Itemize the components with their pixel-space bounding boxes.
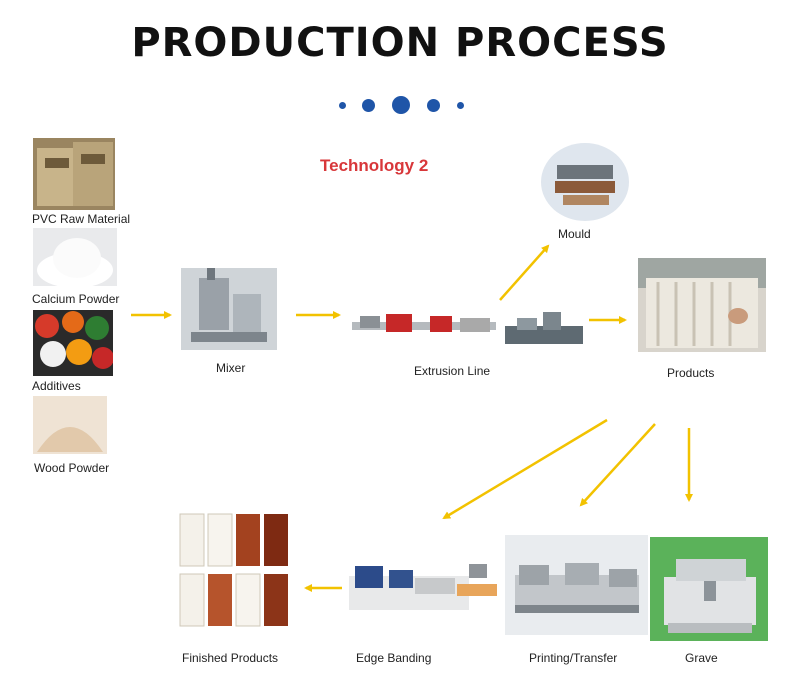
mixer-image — [181, 268, 277, 350]
mould-label: Mould — [558, 227, 591, 241]
grave-label: Grave — [685, 651, 718, 665]
mixer-label: Mixer — [216, 361, 246, 375]
dot-icon — [339, 102, 346, 109]
dot-icon — [457, 102, 464, 109]
raw-material-label-wood: Wood Powder — [34, 461, 110, 475]
decorative-dots — [0, 94, 800, 118]
arrow-extrusion-to-mould — [499, 244, 550, 301]
dot-icon — [392, 96, 410, 114]
pvc-raw-material-image — [33, 138, 115, 210]
calcium-powder-image — [33, 228, 117, 286]
products-label: Products — [667, 366, 715, 380]
products-image — [638, 258, 766, 352]
arrow-products-to-printing — [579, 423, 656, 507]
page-title: PRODUCTION PROCESS — [131, 20, 669, 66]
grave-image — [650, 537, 768, 641]
arrow-products-to-finished — [442, 418, 608, 520]
printing-transfer-image — [505, 535, 648, 635]
technology-label: Technology 2 — [320, 156, 429, 175]
extrusion-line-label: Extrusion Line — [414, 364, 491, 378]
raw-material-label-calcium: Calcium Powder — [32, 292, 120, 306]
additives-image — [33, 310, 113, 376]
printing-transfer-label: Printing/Transfer — [529, 651, 618, 665]
edge-banding-image — [349, 560, 501, 620]
raw-material-label-pvc: PVC Raw Material — [32, 212, 131, 226]
dot-icon — [362, 99, 375, 112]
finished-products-label: Finished Products — [182, 651, 279, 665]
extruder-machine-image — [503, 308, 585, 348]
finished-products-image — [178, 512, 292, 628]
wood-powder-image — [33, 396, 107, 454]
raw-material-label-additives: Additives — [32, 379, 81, 393]
edge-banding-label: Edge Banding — [356, 651, 432, 665]
extrusion-line-image — [352, 308, 496, 340]
dot-icon — [427, 99, 440, 112]
mould-image — [541, 143, 629, 221]
